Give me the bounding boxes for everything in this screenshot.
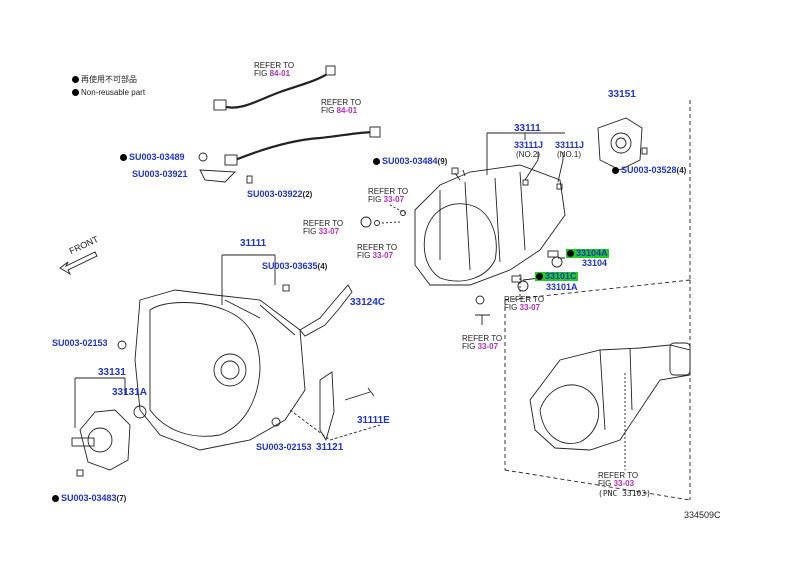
connector-3 [325,65,336,76]
harness-wire-1 [221,71,331,109]
part-su03489[interactable]: SU003-03489 [120,153,185,162]
bolt-su03484 [451,167,459,175]
part-31121[interactable]: 31121 [316,442,344,453]
pin-su03635 [282,284,290,292]
dashed-frame [504,100,691,501]
connector-1 [213,99,227,111]
part-33131[interactable]: 33131 [98,367,126,378]
pin-33111j-1 [522,179,529,186]
bolt-su03922 [246,175,253,184]
bolt-su03489 [198,152,208,162]
harness-wire-2 [234,130,376,162]
part-31111[interactable]: 31111 [240,238,267,249]
part-su03528[interactable]: SU003-03528(4) [612,166,686,175]
seal-33101a [517,280,529,292]
bracket-31121 [319,371,335,442]
legend-jp: 再使用不可部品 [72,76,137,84]
bolt-su02153-right [271,417,281,427]
part-su02153-right[interactable]: SU003-02153 [256,442,312,452]
part-33104a[interactable]: 33104A [566,249,609,258]
leader-31111 [221,254,276,305]
legend-jp-text: 再使用不可部品 [81,75,137,84]
part-su03921[interactable]: SU003-03921 [132,169,188,179]
part-31111e[interactable]: 31111E [357,415,390,426]
part-su03483[interactable]: SU003-03483(7) [52,494,126,503]
label-no2: (NO.2) [516,150,540,159]
transmission-assembly [529,344,691,451]
connector-2 [224,154,238,166]
extension-cover-33151 [597,117,643,171]
part-33101c[interactable]: 33101C [535,272,578,281]
bolt-31111e [344,387,375,401]
part-su02153-left[interactable]: SU003-02153 [52,338,108,348]
bolt-su03528 [641,147,648,155]
seal-33104 [551,256,563,268]
part-33111[interactable]: 33111 [514,123,541,134]
bolt-su02153-left [117,340,127,350]
part-33104[interactable]: 33104 [582,258,608,268]
part-33111j-no2[interactable]: 33111J [514,140,544,150]
bearing-retainer-33131 [79,409,131,471]
bolt-su03483 [76,469,84,477]
pin-33111j-2 [556,183,563,190]
part-33101a[interactable]: 33101A [546,282,578,292]
lever-33124c [299,284,353,337]
part-su03635[interactable]: SU003-03635(4) [262,261,328,271]
part-33131a[interactable]: 33131A [112,387,148,398]
legend-en-text: Non-reusable part [81,88,146,97]
clutch-housing-31111 [134,289,306,451]
pnc-label: (PNC 33103) [598,489,651,498]
plug-33101c [511,275,522,283]
bracket-top [199,169,237,183]
part-33111j-no1[interactable]: 33111J [555,140,585,150]
front-arrow [59,251,98,276]
diagram-id: 334509C [684,510,721,520]
part-33151[interactable]: 33151 [608,89,636,100]
legend-en: Non-reusable part [72,89,145,97]
seal-33131a [133,405,147,419]
transmission-case-33111 [414,164,566,286]
label-no1: (NO.1) [557,150,581,159]
part-su03484[interactable]: SU003-03484(9) [373,157,447,166]
part-su03922[interactable]: SU003-03922(2) [247,189,313,199]
connector-4 [369,126,381,138]
part-33124c[interactable]: 33124C [350,297,386,308]
plug-33104a [547,250,559,258]
